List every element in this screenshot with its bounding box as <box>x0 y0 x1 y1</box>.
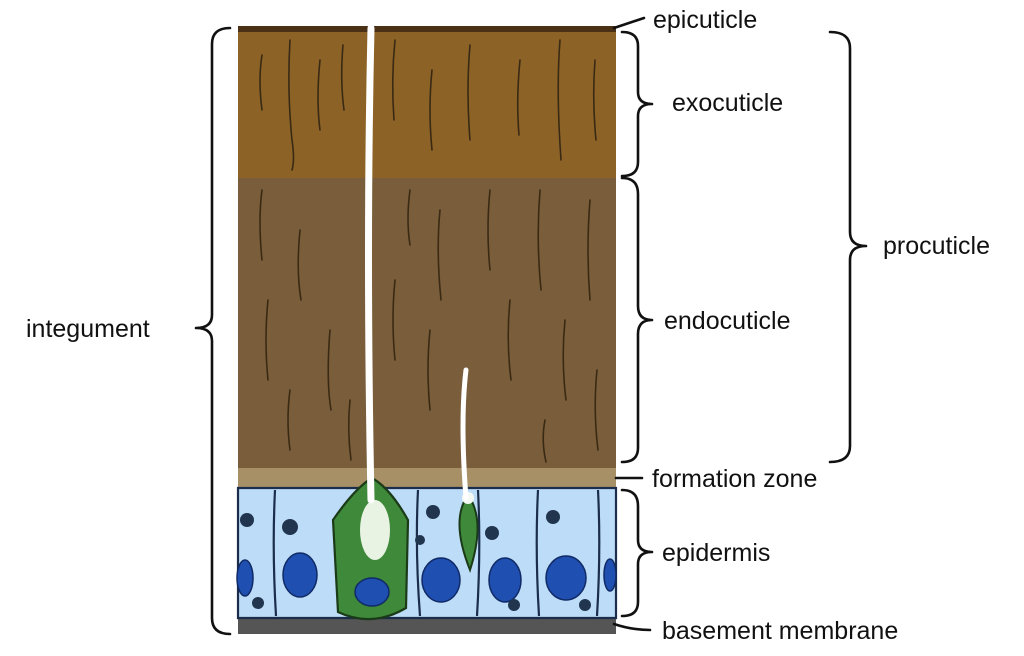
basement-membrane-leader <box>612 622 652 632</box>
nucleus <box>282 552 318 598</box>
epicuticle-leader <box>612 16 646 30</box>
procuticle-label: procuticle <box>883 232 990 260</box>
integument-label: integument <box>26 315 150 343</box>
nucleus <box>603 558 617 592</box>
exocuticle-bracket <box>620 30 654 178</box>
cell-nuclei <box>236 552 617 603</box>
label-brackets <box>194 16 868 636</box>
endocuticle-layer <box>238 178 616 468</box>
epicuticle-layer <box>238 26 616 32</box>
epidermis-bracket <box>620 488 654 618</box>
gland-nucleus <box>354 577 390 607</box>
basement-membrane-label: basement membrane <box>662 617 898 645</box>
formation-zone-layer <box>238 468 616 488</box>
exocuticle-label: exocuticle <box>672 89 783 117</box>
nucleus <box>236 559 254 597</box>
procuticle-bracket <box>828 30 868 464</box>
small-gland-duct <box>460 367 469 501</box>
exocuticle-layer <box>238 28 616 178</box>
cuticle-fibers <box>259 39 599 463</box>
gland-cells <box>331 476 479 621</box>
cuticle-layers <box>238 26 616 634</box>
nucleus <box>421 557 461 603</box>
endocuticle-bracket <box>620 176 654 464</box>
epicuticle-label: epicuticle <box>653 6 757 34</box>
small-gland-cell <box>458 493 479 573</box>
large-gland-reservoir <box>360 500 390 560</box>
cell-granules <box>240 505 591 611</box>
basement-membrane-layer <box>238 618 616 634</box>
nucleus <box>545 555 587 601</box>
layer-labels: epicuticle exocuticle procuticle endocut… <box>26 6 990 645</box>
endocuticle-label: endocuticle <box>664 307 790 335</box>
gland-ducts <box>365 24 469 504</box>
epidermis-label: epidermis <box>662 539 770 567</box>
large-gland-duct <box>365 24 375 504</box>
nucleus <box>488 557 522 603</box>
integument-bracket <box>194 26 232 636</box>
formation-zone-label: formation zone <box>652 465 817 493</box>
